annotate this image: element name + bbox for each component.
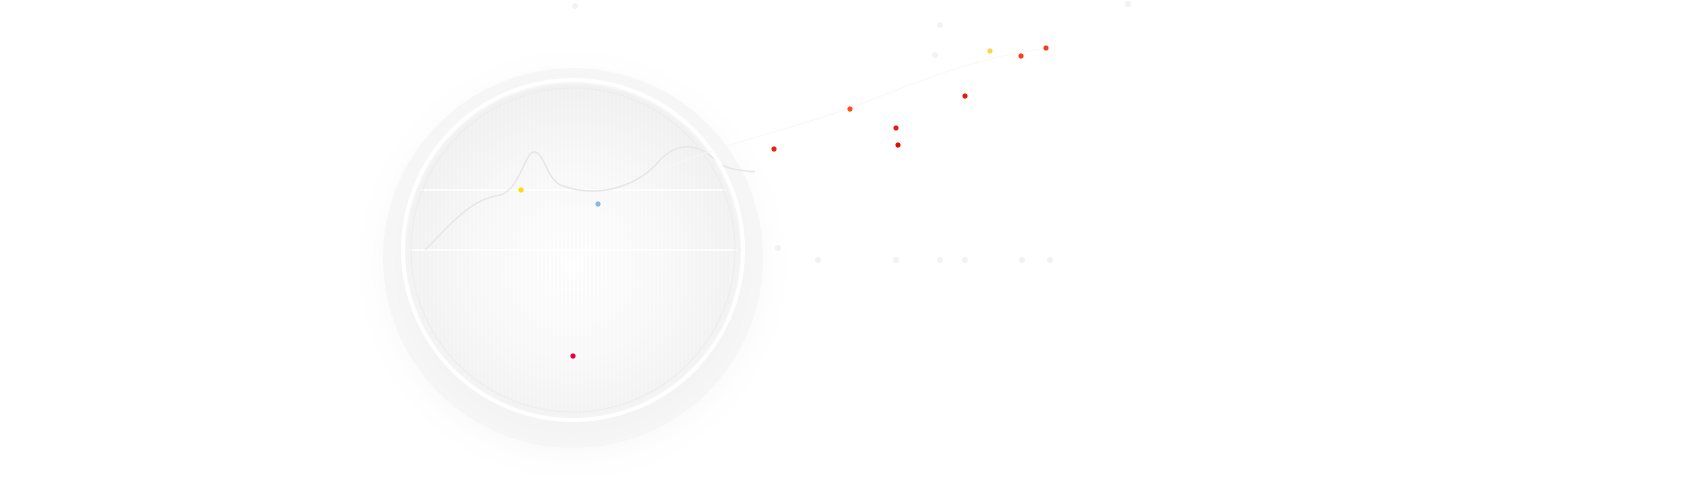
marker-red-2 bbox=[893, 125, 899, 131]
globe-ring-inner bbox=[410, 87, 736, 413]
marker-red-3 bbox=[895, 142, 901, 148]
faint-dots-row bbox=[572, 1, 1131, 263]
marker-yellow-globe bbox=[518, 187, 524, 193]
marker-orange-1 bbox=[847, 106, 853, 112]
globe-ring bbox=[401, 78, 745, 422]
marker-yellow-2 bbox=[987, 48, 993, 54]
marker-red-4 bbox=[962, 93, 968, 99]
marker-orange-2 bbox=[1018, 53, 1024, 59]
globe bbox=[348, 40, 798, 490]
markers bbox=[518, 45, 1049, 359]
marker-orange-3 bbox=[1043, 45, 1049, 51]
marker-red-1 bbox=[771, 146, 777, 152]
globe-wave-line bbox=[424, 146, 756, 251]
marker-blue-globe bbox=[595, 201, 601, 207]
marker-crimson-globe bbox=[570, 353, 576, 359]
